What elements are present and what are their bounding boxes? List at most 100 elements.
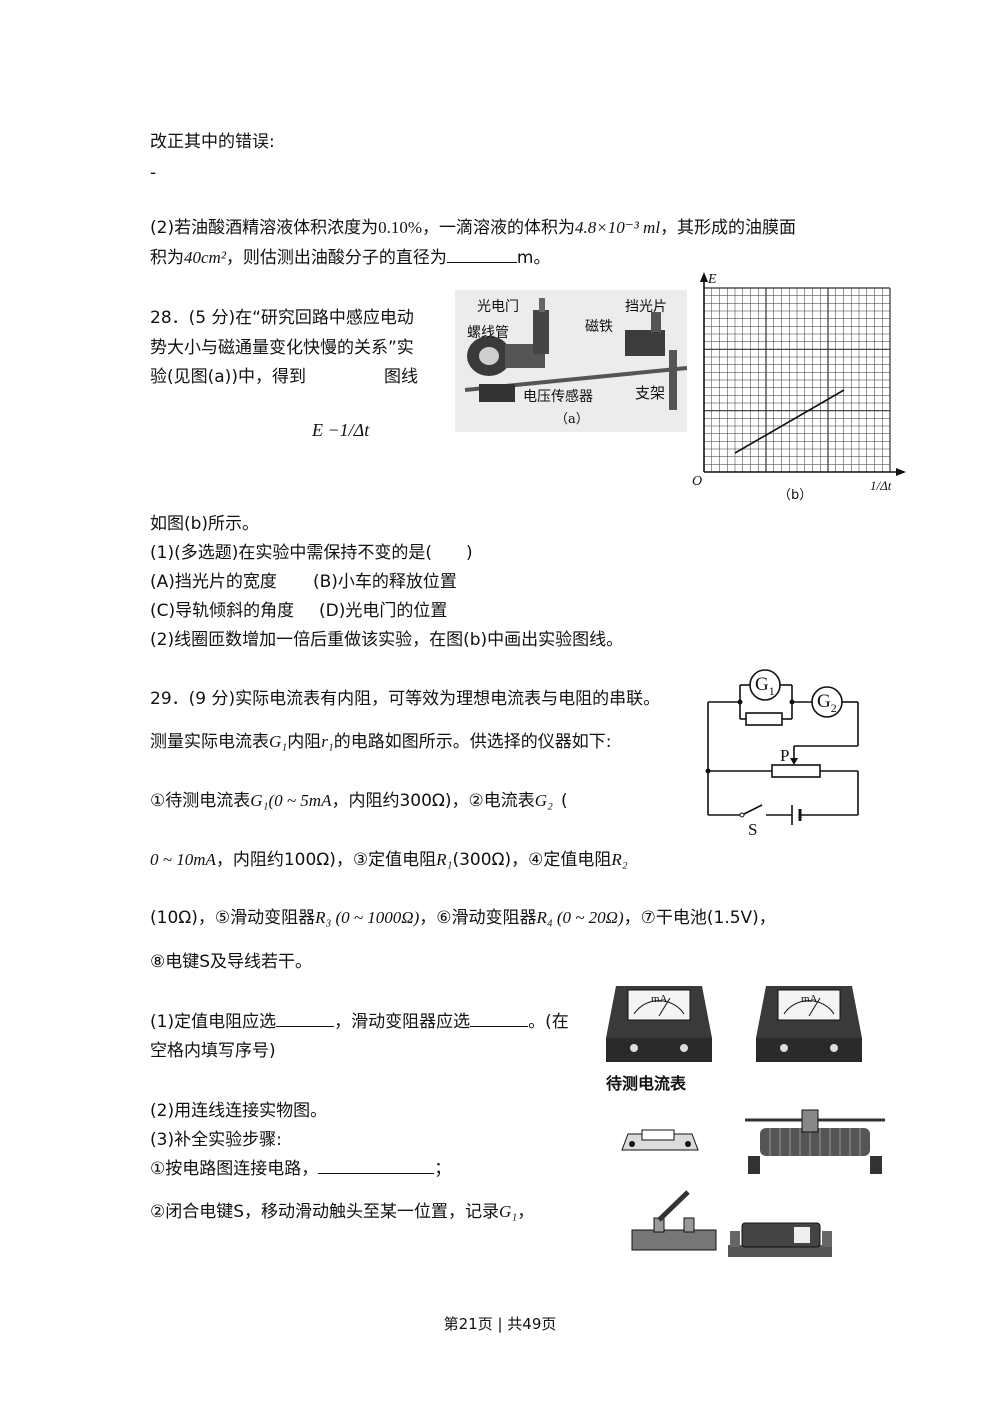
text: (	[560, 791, 568, 811]
text: m。	[516, 248, 551, 268]
range: 0 ~ 10mA	[150, 850, 216, 869]
fixed-resistor-drawing	[621, 1129, 699, 1151]
q29-items-line2: 0 ~ 10mA，内阻约100Ω)，③定值电阻R₁(300Ω)，④定值电阻R₂	[150, 845, 628, 870]
text: (1)定值电阻应选	[150, 1012, 277, 1032]
q29-step1: ①按电路图连接电路，；	[150, 1154, 451, 1179]
figure-a-caption: （a）	[555, 412, 589, 427]
label-voltage-sensor: 电压传感器	[523, 386, 593, 406]
q28-sub2: (2)线圈匝数增加一倍后重做该实验，在图(b)中画出实验图线。	[150, 630, 624, 650]
drop-volume-value: 4.8×10⁻³ ml	[575, 218, 661, 237]
label-photogate: 光电门	[477, 299, 519, 315]
q29-part2: (2)用连线连接实物图。	[150, 1101, 328, 1121]
label-stand: 支架	[635, 382, 666, 403]
q27-part2-line1: (2)若油酸酒精溶液体积浓度为0.10%，一滴溶液的体积为4.8×10⁻³ ml…	[150, 213, 796, 238]
q29-stem-line1: 29．(9 分)实际电流表有内阻，可等效为理想电流表与电阻的串联。	[150, 689, 661, 709]
q28-formula: E −1/Δt	[312, 420, 370, 440]
subscript: 1	[768, 683, 775, 698]
meter-unit-label: mA	[801, 993, 818, 1005]
text: ，一滴溶液的体积为	[422, 218, 576, 238]
concentration-value: 0.10%	[378, 218, 423, 237]
figure-a-photo: 光电门 螺线管 磁铁 挡光片 电压传感器 支架 （a）	[455, 290, 688, 432]
graph-x-label: 1/Δt	[870, 478, 892, 493]
range: (0 ~ 1000Ω)	[335, 908, 420, 927]
x-axis-arrow	[896, 468, 906, 476]
range: (0 ~ 20Ω)	[556, 908, 624, 927]
q29-items-line4: ⑧电键S及导线若干。	[150, 952, 313, 972]
r3-symbol: R₃	[315, 908, 332, 927]
q29-part1: (1)定值电阻应选 ，滑动变阻器应选 。(在	[150, 1007, 569, 1032]
label-flag: 挡光片	[625, 299, 667, 315]
text: 的电路如图所示。供选择的仪器如下:	[333, 732, 612, 752]
r4-symbol: R₄	[536, 908, 553, 927]
q28-sub1: (1)(多选题)在实验中需保持不变的是( )	[150, 543, 473, 563]
text: ，滑动变阻器应选	[334, 1012, 471, 1032]
q29-items-line3: (10Ω)，⑤滑动变阻器R₃(0 ~ 1000Ω)，⑥滑动变阻器R₄(0 ~ 2…	[150, 903, 776, 928]
data-line	[734, 389, 845, 454]
text: ，⑦干电池(1.5V)，	[623, 908, 776, 928]
switch-drawing	[631, 1190, 717, 1251]
text: ②闭合电键S，移动滑动触头至某一位置，记录	[150, 1202, 500, 1222]
text: G	[817, 691, 831, 712]
graph-caption: （b）	[778, 488, 813, 503]
r2-resistor-symbol: R₂	[611, 850, 628, 869]
dash-mark: -	[150, 163, 157, 183]
q27-part2-line2: 积为40cm²，则估测出油酸分子的直径为 m。	[150, 243, 550, 268]
text: 内阻	[287, 732, 322, 752]
text: (10Ω)，⑤滑动变阻器	[150, 908, 316, 928]
r1-symbol: r₁	[321, 732, 334, 751]
r1-resistor-symbol: R₁	[436, 850, 453, 869]
text: (2)若油酸酒精溶液体积浓度为	[150, 218, 379, 238]
text: 测量实际电流表	[150, 732, 269, 752]
meter-unit-label: mA	[651, 993, 668, 1005]
circuit-g1-label: G1	[755, 674, 775, 699]
meter-caption: 待测电流表	[606, 1074, 687, 1093]
option-b: (B)小车的释放位置	[313, 572, 457, 592]
q29-part3: (3)补全实验步骤:	[150, 1130, 282, 1150]
text: 积为	[150, 248, 184, 268]
rheostat-drawing	[745, 1109, 885, 1174]
apparatus-drawing	[455, 290, 688, 432]
rheostat-blank[interactable]	[470, 1011, 529, 1027]
label-solenoid: 螺线管	[467, 325, 509, 341]
area-value: 40cm²	[184, 248, 226, 267]
text: (300Ω)，④定值电阻	[452, 850, 612, 870]
text: ，	[517, 1202, 535, 1222]
text: 。(在	[528, 1012, 569, 1032]
text: ，其形成的油膜面	[660, 218, 797, 238]
g1-symbol: G₁	[250, 791, 269, 810]
figure-b-graph	[700, 272, 906, 476]
g1-symbol: G₁	[269, 732, 288, 751]
option-a: (A)挡光片的宽度	[150, 572, 277, 592]
y-axis-arrow	[700, 272, 708, 282]
page-footer: 第21页 | 共49页	[443, 1315, 557, 1333]
q28-stem-line1: 28．(5 分)在“研究回路中感应电动	[150, 308, 414, 328]
g2-symbol: G₂	[534, 791, 553, 810]
text: ，则估测出油酸分子的直径为	[225, 248, 447, 268]
circuit-s-label: S	[748, 820, 758, 839]
q28-stem-line3a: 验(见图(a))中，得到	[150, 367, 306, 387]
text: ，内阻约300Ω)，②电流表	[331, 791, 535, 811]
range: (0 ~ 5mA	[268, 791, 332, 810]
text: G	[755, 674, 769, 695]
answer-blank[interactable]	[446, 247, 517, 263]
option-d: (D)光电门的位置	[319, 601, 448, 621]
q28-stem-line4: 如图(b)所示。	[150, 514, 260, 534]
circuit-diagram	[705, 669, 859, 825]
circuit-p-label: P	[780, 746, 790, 765]
battery-drawing	[728, 1222, 832, 1257]
q28-stem-line2: 势大小与磁通量变化快慢的关系”实	[150, 338, 414, 358]
label-magnet: 磁铁	[585, 319, 613, 335]
q28-stem-line3b: 图线	[384, 367, 418, 387]
option-c: (C)导轨倾斜的角度	[150, 601, 295, 621]
correction-label: 改正其中的错误:	[150, 132, 275, 152]
q29-part1-note: 空格内填写序号)	[150, 1041, 276, 1061]
text: ①待测电流表	[150, 791, 251, 811]
step1-blank[interactable]	[318, 1158, 435, 1174]
g1-symbol: G₁	[499, 1202, 518, 1221]
reference-meter-drawing	[756, 986, 862, 1062]
q29-items-line1: ①待测电流表G₁(0 ~ 5mA，内阻约300Ω)，②电流表G₂ (	[150, 786, 568, 811]
graph-y-label: E	[708, 272, 717, 287]
fixed-resistor-blank[interactable]	[276, 1011, 335, 1027]
subscript: 2	[830, 700, 837, 715]
text: ①按电路图连接电路，	[150, 1159, 319, 1179]
